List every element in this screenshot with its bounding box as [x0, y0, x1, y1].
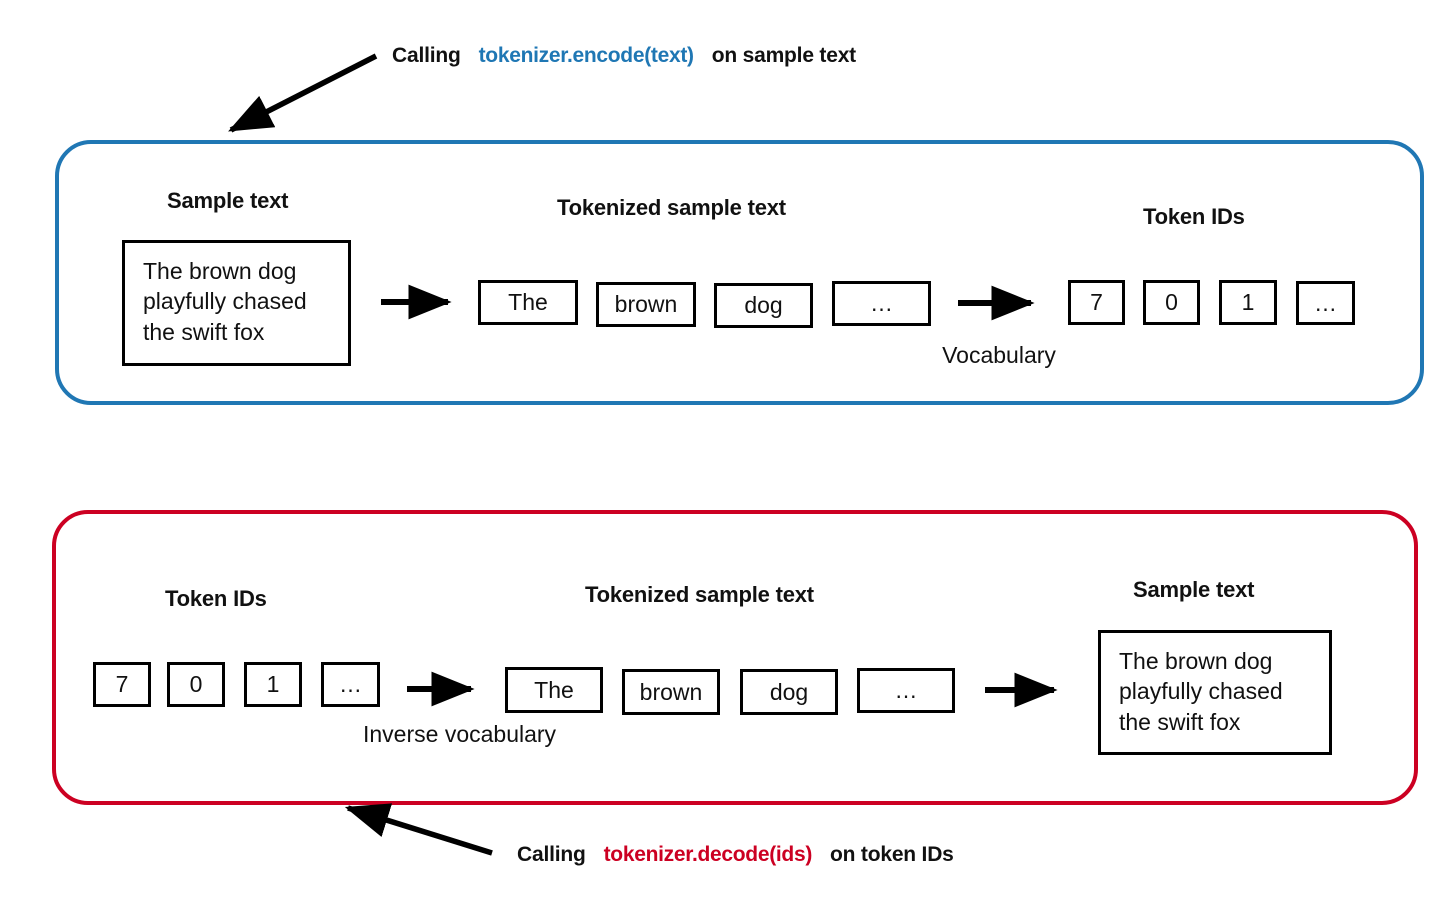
- encode-caption: Calling tokenizer.encode(text) on sample t…: [392, 44, 856, 68]
- decode-token-id-box-1: 0: [167, 662, 225, 707]
- encode-caption-arrow: [228, 53, 378, 133]
- encode-token-id-box-1: 0: [1143, 280, 1200, 325]
- decode-token-box-2: dog: [740, 669, 838, 715]
- decode-token-id-box-2: 1: [244, 662, 302, 707]
- decode-inverse-vocabulary-label: Inverse vocabulary: [363, 721, 557, 747]
- encode-token-id-box-3: …: [1296, 281, 1355, 325]
- encode-caption-prefix: Calling: [392, 44, 461, 67]
- encode-token-id-box-2: 1: [1219, 280, 1277, 325]
- decode-caption: Calling tokenizer.decode(ids) on token IDs: [517, 843, 954, 867]
- encode-token-box-0: The: [478, 280, 578, 325]
- decode-heading-tokenized: Tokenized sample text: [585, 582, 814, 607]
- encode-vocabulary-label: Vocabulary: [942, 342, 1056, 368]
- encode-heading-sample-text: Sample text: [167, 188, 289, 213]
- decode-token-box-1: brown: [622, 669, 720, 715]
- decode-token-id-box-0: 7: [93, 662, 151, 707]
- encode-caption-code: tokenizer.encode(text): [478, 44, 694, 67]
- decode-sample-text-box: The brown dog playfully chased the swift…: [1098, 630, 1332, 755]
- decode-caption-code: tokenizer.decode(ids): [603, 843, 813, 866]
- encode-heading-tokenized: Tokenized sample text: [557, 195, 786, 220]
- encode-token-box-2: dog: [714, 283, 813, 328]
- encode-panel: [55, 140, 1424, 405]
- decode-caption-prefix: Calling: [517, 843, 586, 866]
- decode-panel: [52, 510, 1418, 805]
- decode-heading-sample-text: Sample text: [1133, 577, 1255, 602]
- encode-caption-suffix: on sample text: [711, 44, 856, 67]
- encode-token-id-box-0: 7: [1068, 280, 1125, 325]
- decode-caption-arrow: [344, 803, 493, 856]
- encode-heading-token-ids: Token IDs: [1143, 204, 1245, 229]
- decode-token-box-3: …: [857, 668, 955, 713]
- decode-token-id-box-3: …: [321, 662, 380, 707]
- encode-token-box-1: brown: [596, 282, 696, 327]
- encode-token-box-3: …: [832, 281, 931, 326]
- encode-sample-text-box: The brown dog playfully chased the swift…: [122, 240, 351, 366]
- decode-heading-token-ids: Token IDs: [165, 586, 267, 611]
- decode-token-box-0: The: [505, 667, 603, 713]
- decode-caption-suffix: on token IDs: [830, 843, 954, 866]
